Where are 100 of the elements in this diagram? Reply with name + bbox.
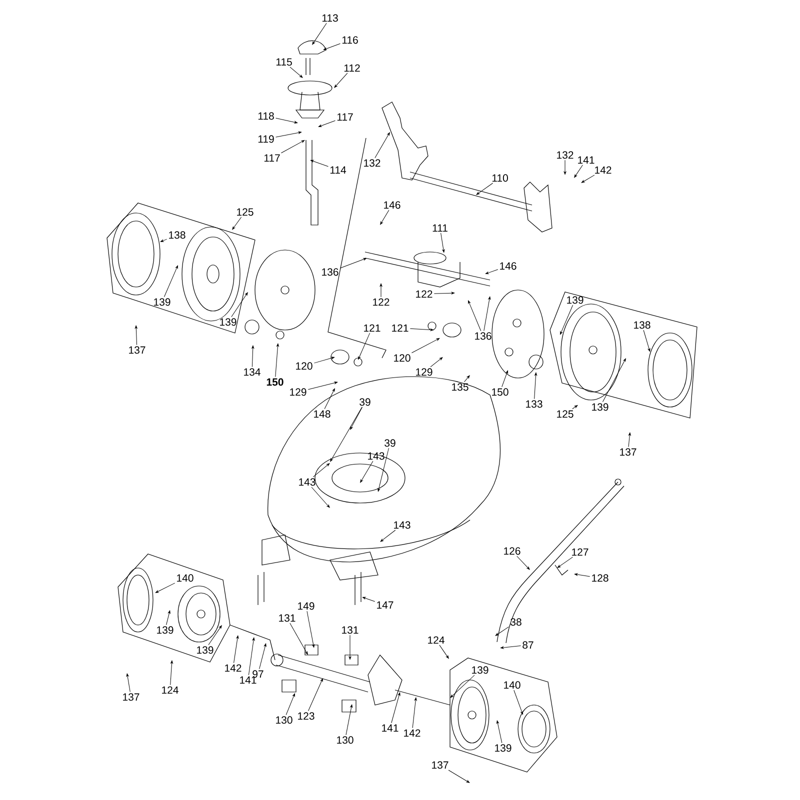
leader-line — [324, 388, 335, 410]
leader-line — [514, 690, 524, 715]
callout-number: 114 — [330, 166, 346, 174]
leader-line — [496, 720, 502, 744]
callout-number: 136 — [322, 268, 338, 276]
callout-number: 138 — [634, 321, 650, 329]
callout-number: 121 — [392, 324, 408, 332]
leader-line — [495, 626, 510, 636]
leader-line — [334, 72, 348, 88]
callout-number: 149 — [298, 602, 314, 610]
leader-line — [564, 160, 566, 175]
callout-number: 132 — [557, 151, 574, 159]
callout-number: 139 — [197, 646, 214, 654]
leader-line — [312, 22, 327, 45]
leader-line — [484, 296, 491, 332]
callout-number: 141 — [240, 676, 256, 684]
callout-number: 137 — [123, 693, 140, 701]
leader-line — [231, 292, 248, 318]
callout-number: 139 — [472, 666, 488, 674]
callout-number: 116 — [342, 36, 358, 44]
leader-line — [306, 610, 315, 648]
callout-number: 110 — [492, 174, 508, 182]
leader-line — [348, 634, 352, 660]
callout-number: 139 — [567, 296, 584, 304]
leader-line — [502, 370, 508, 388]
callout-number: 115 — [276, 58, 292, 66]
leader-line — [378, 448, 389, 492]
leader-line — [358, 332, 370, 360]
callout-number: 135 — [452, 383, 468, 391]
callout-number: 129 — [290, 388, 306, 396]
leader-line — [464, 375, 470, 382]
callout-number: 126 — [504, 547, 520, 555]
callout-number: 142 — [225, 664, 242, 672]
callout-number: 133 — [526, 400, 542, 408]
callout-number: 142 — [595, 166, 612, 174]
callout-number: 146 — [384, 201, 400, 209]
leader-line — [374, 132, 390, 158]
leader-line — [311, 486, 330, 508]
leader-line — [380, 530, 396, 542]
callout-number: 97 — [252, 670, 264, 678]
leader-line — [380, 210, 390, 225]
callout-number: 137 — [432, 761, 448, 769]
leader-line — [643, 330, 650, 352]
callout-number: 143 — [368, 452, 384, 460]
callout-number: 131 — [342, 626, 358, 634]
callout-number: 148 — [314, 410, 330, 418]
callout-number: 122 — [373, 298, 390, 306]
leader-line — [134, 325, 138, 346]
callout-number: 39 — [360, 398, 370, 406]
leader-line — [232, 216, 242, 230]
callout-number: 112 — [344, 64, 360, 72]
leader-line — [574, 573, 590, 577]
leader-line — [516, 556, 530, 570]
leader-line — [380, 283, 382, 298]
callout-number: 131 — [279, 614, 296, 622]
leader-line — [440, 232, 445, 253]
leader-line — [362, 596, 376, 602]
callout-number: 39 — [384, 439, 396, 447]
leader-line — [166, 610, 170, 626]
leader-line — [259, 643, 266, 670]
callout-number: 137 — [620, 448, 636, 456]
leader-line — [314, 356, 335, 364]
leader-line — [208, 625, 222, 646]
callout-number: 119 — [258, 135, 274, 143]
callout-number: 142 — [404, 729, 420, 737]
leader-line — [350, 406, 363, 430]
leader-line — [434, 292, 455, 294]
callout-number: 141 — [382, 724, 398, 732]
callout-number: 139 — [592, 403, 608, 411]
leader-line — [276, 118, 298, 124]
leader-line — [346, 704, 353, 736]
callout-number: 123 — [298, 712, 314, 720]
leader-line — [312, 463, 330, 478]
callout-number: 137 — [129, 346, 146, 354]
callout-number: 130 — [276, 716, 292, 724]
leader-line — [574, 164, 583, 178]
callout-number: 124 — [162, 686, 178, 694]
leader-line — [280, 140, 305, 154]
callout-number: 139 — [157, 626, 174, 634]
callout-number: 136 — [475, 332, 492, 340]
leader-line — [439, 644, 449, 659]
leader-line — [276, 131, 302, 138]
callout-number: 140 — [177, 574, 194, 582]
leader-line — [252, 345, 254, 368]
leader-line — [330, 406, 362, 462]
callout-number: 143 — [299, 478, 316, 486]
callout-number: 138 — [169, 231, 186, 239]
callout-number: 134 — [244, 368, 260, 376]
leader-line — [286, 693, 295, 716]
leader-line — [360, 460, 374, 483]
callout-number: 127 — [572, 548, 588, 556]
leader-line — [410, 328, 434, 331]
callout-number: 146 — [500, 262, 516, 270]
leader-line — [412, 697, 417, 728]
callout-number: 120 — [296, 362, 312, 370]
leader-line — [155, 582, 176, 593]
callout-number: 132 — [364, 159, 380, 167]
leader-line — [164, 265, 178, 298]
leader-line — [450, 674, 475, 698]
leader-line — [160, 238, 168, 242]
